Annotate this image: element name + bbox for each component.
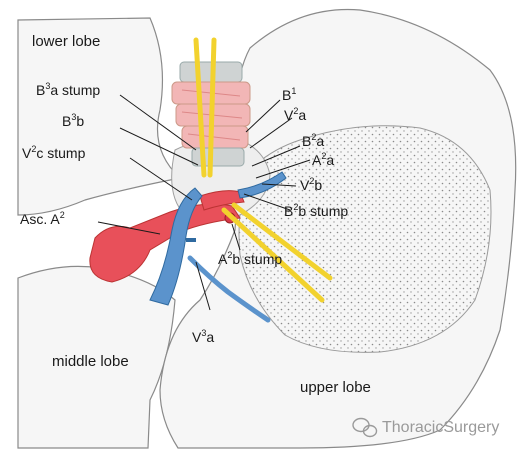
- yellow-tapes: [193, 37, 333, 303]
- artery-branch: [199, 190, 245, 211]
- b2b-stump-label: B2b stump: [284, 202, 348, 219]
- v3a-label: V3a: [192, 328, 214, 345]
- asc-a2-label: Asc. A2: [20, 210, 65, 227]
- v2b-label: V2b: [300, 176, 322, 193]
- v2c-vein: [149, 187, 203, 306]
- v3a-vein: [187, 255, 271, 323]
- b3a-stump-label: B3a stump: [36, 81, 100, 98]
- lower-lobe-label: lower lobe: [32, 33, 100, 50]
- v2c-stump-label: V2c stump: [22, 144, 86, 161]
- watermark: ThoracicSurgery: [352, 417, 499, 438]
- leader-lines: [97, 94, 311, 311]
- wechat-icon: [352, 417, 378, 438]
- upper-lobe-label: upper lobe: [300, 379, 371, 396]
- middle-lobe-label: middle lobe: [52, 353, 129, 370]
- b2a-label: B2a: [302, 132, 324, 149]
- b1-label: B1: [282, 86, 296, 103]
- a2a-label: A2a: [312, 151, 334, 168]
- watermark-text: ThoracicSurgery: [382, 419, 499, 436]
- v2a-label: V2a: [284, 106, 306, 123]
- a2b-stump-label: A2b stump: [218, 250, 282, 267]
- b3b-label: B3b: [62, 112, 84, 129]
